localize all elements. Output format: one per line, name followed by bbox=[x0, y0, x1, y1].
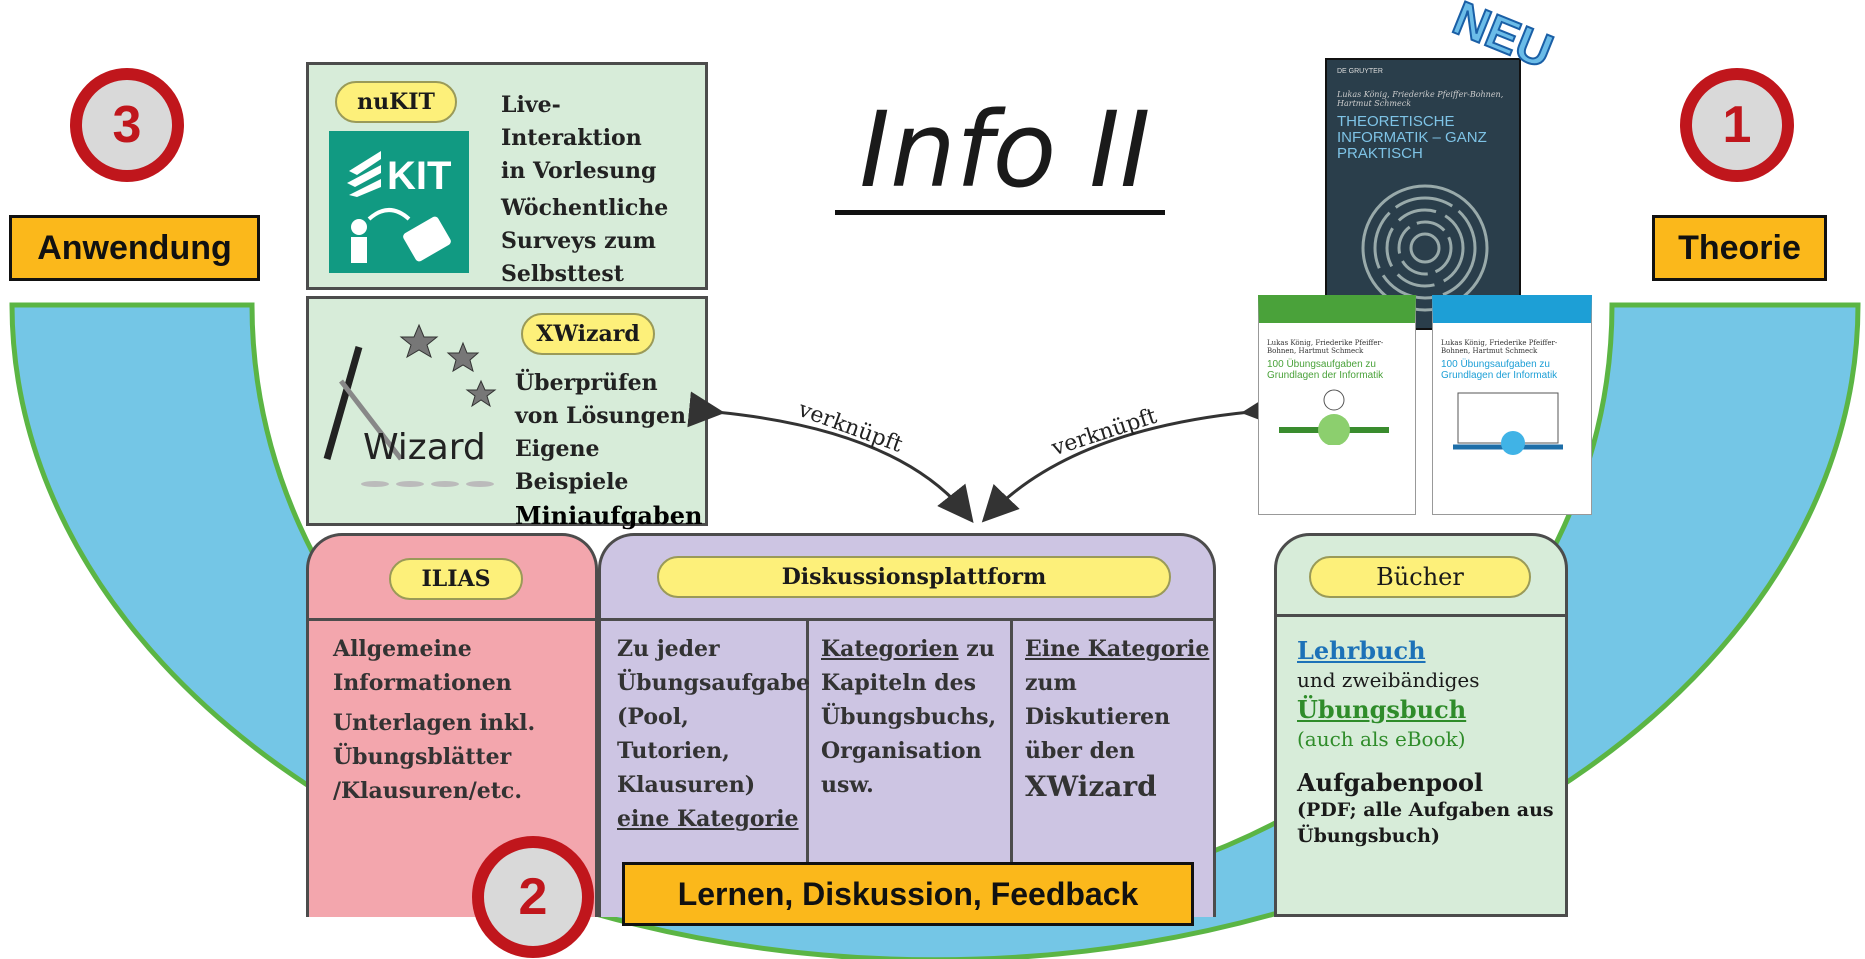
xwizard-pill: XWizard bbox=[521, 313, 655, 355]
svg-text:Wizard: Wizard bbox=[363, 427, 486, 468]
nukit-pill: nuKIT bbox=[335, 81, 457, 123]
title-underline bbox=[835, 210, 1165, 215]
page-title: Info II bbox=[859, 89, 1151, 211]
label-lernen: Lernen, Diskussion, Feedback bbox=[622, 862, 1194, 926]
number-badge-2: 2 bbox=[472, 836, 594, 958]
book-cover-uebung-1: Lukas König, Friederike Pfeiffer-Bohnen,… bbox=[1258, 295, 1416, 515]
book-cover-main: DE GRUYTER Lukas König, Friederike Pfeif… bbox=[1325, 58, 1521, 330]
maze-icon bbox=[1361, 184, 1489, 312]
buecher-pill: Bücher bbox=[1309, 556, 1531, 598]
uebungsbuch-link[interactable]: Übungsbuch bbox=[1297, 695, 1467, 724]
kit-logo: KIT bbox=[329, 131, 469, 273]
label-theorie: Theorie bbox=[1652, 215, 1827, 281]
buecher-panel: Bücher Lehrbuch und zweibändiges Übungsb… bbox=[1274, 533, 1568, 917]
book-cover-uebung-2: Lukas König, Friederike Pfeiffer-Bohnen,… bbox=[1432, 295, 1592, 515]
wizard-logo-icon: Wizard bbox=[323, 323, 497, 487]
label-anwendung: Anwendung bbox=[9, 215, 260, 281]
ilias-pill: ILIAS bbox=[389, 558, 523, 600]
circuit-icon bbox=[1453, 392, 1563, 455]
lehrbuch-link[interactable]: Lehrbuch bbox=[1297, 636, 1426, 665]
graph-icon bbox=[1279, 389, 1389, 446]
svg-text:KIT: KIT bbox=[387, 154, 451, 198]
kit-logo-icon: KIT bbox=[347, 151, 451, 263]
diskussion-pill: Diskussionsplattform bbox=[657, 556, 1171, 598]
